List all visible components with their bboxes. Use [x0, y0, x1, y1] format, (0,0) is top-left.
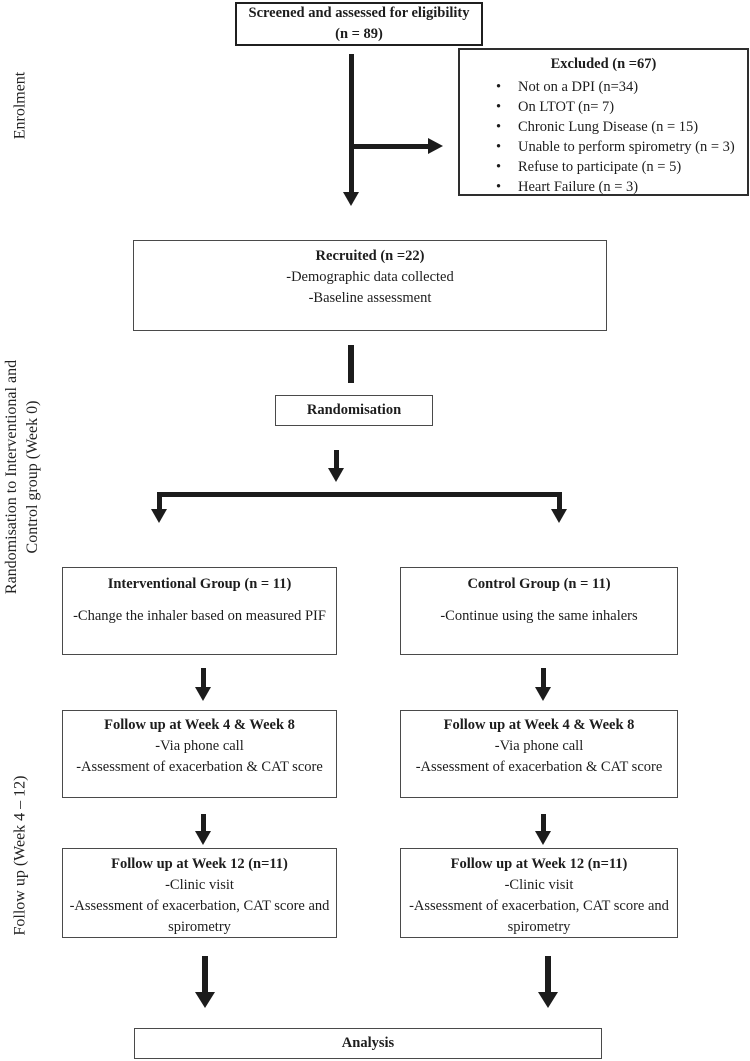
- screened-title: Screened and assessed for eligibility: [248, 5, 470, 21]
- arrow-week12-to-analysis-left-head-icon: [195, 992, 215, 1008]
- randomisation-title: Randomisation: [306, 402, 402, 418]
- arrow-to-excluded-head-icon: [428, 138, 443, 154]
- arrow-week12-to-analysis-right-line: [545, 956, 551, 994]
- arrow-control-to-fu48-line: [541, 668, 546, 689]
- excluded-item-text: Unable to perform spirometry (n = 3): [518, 139, 735, 155]
- excluded-item-text: Refuse to participate (n = 5): [518, 159, 682, 175]
- screened-count: (n = 89): [335, 26, 383, 42]
- control-group-title: Control Group (n = 11): [467, 576, 611, 592]
- arrow-week12-to-analysis-left-line: [202, 956, 208, 994]
- excluded-item: • Heart Failure (n = 3): [496, 177, 747, 195]
- recruited-line: -Baseline assessment: [308, 290, 432, 306]
- excluded-list: • Not on a DPI (n=34) • On LTOT (n= 7) •…: [460, 77, 747, 195]
- arrow-randomisation-to-split-head-icon: [328, 468, 344, 482]
- recruited-title: Recruited (n =22): [315, 248, 425, 264]
- excluded-item: • Chronic Lung Disease (n = 15): [496, 117, 747, 137]
- arrow-week12-to-analysis-right-head-icon: [538, 992, 558, 1008]
- bullet-icon: •: [496, 119, 502, 135]
- followup-week4-8-line: -Assessment of exacerbation & CAT score: [415, 759, 663, 775]
- control-group-body: -Continue using the same inhalers: [440, 608, 638, 624]
- followup-week12-right-box: Follow up at Week 12 (n=11) -Clinic visi…: [400, 848, 678, 938]
- stage-label-randomisation-line2: Control group (Week 0): [24, 400, 41, 554]
- split-right-drop-line: [557, 492, 562, 510]
- followup-week12-line: -Assessment of exacerbation, CAT score a…: [69, 898, 330, 935]
- followup-week4-8-line: -Assessment of exacerbation & CAT score: [76, 759, 323, 775]
- followup-week4-8-left-box: Follow up at Week 4 & Week 8 -Via phone …: [62, 710, 337, 798]
- followup-week4-8-line: -Via phone call: [494, 738, 584, 754]
- arrow-control-to-fu48-head-icon: [535, 687, 551, 701]
- followup-week12-title: Follow up at Week 12 (n=11): [450, 856, 628, 872]
- followup-week4-8-title: Follow up at Week 4 & Week 8: [443, 717, 635, 733]
- split-left-drop-line: [157, 492, 162, 510]
- excluded-item-text: Not on a DPI (n=34): [518, 79, 639, 95]
- randomisation-box: Randomisation: [275, 395, 433, 426]
- followup-week12-line: -Clinic visit: [165, 877, 234, 893]
- interventional-group-body: -Change the inhaler based on measured PI…: [73, 608, 326, 624]
- arrow-fu48-to-week12-left-line: [201, 814, 206, 833]
- followup-week4-8-right-box: Follow up at Week 4 & Week 8 -Via phone …: [400, 710, 678, 798]
- stage-label-randomisation-line1: Randomisation to Interventional and: [3, 359, 20, 595]
- excluded-item-text: Heart Failure (n = 3): [518, 179, 639, 195]
- excluded-item: • On LTOT (n= 7): [496, 97, 747, 117]
- arrow-to-excluded-line: [352, 144, 428, 149]
- analysis-title: Analysis: [341, 1035, 395, 1051]
- excluded-item: • Not on a DPI (n=34): [496, 77, 747, 97]
- bullet-icon: •: [496, 99, 502, 115]
- arrow-interventional-to-fu48-head-icon: [195, 687, 211, 701]
- bullet-icon: •: [496, 139, 502, 155]
- screened-box: Screened and assessed for eligibility (n…: [235, 2, 483, 46]
- excluded-item: • Refuse to participate (n = 5): [496, 157, 747, 177]
- control-group-box: Control Group (n = 11) -Continue using t…: [400, 567, 678, 655]
- recruited-line: -Demographic data collected: [286, 269, 454, 285]
- arrow-interventional-to-fu48-line: [201, 668, 206, 689]
- connector-recruited-to-randomisation: [348, 345, 354, 383]
- excluded-item: • Unable to perform spirometry (n = 3): [496, 137, 747, 157]
- excluded-item-text: Chronic Lung Disease (n = 15): [518, 119, 699, 135]
- arrow-screened-to-recruited-head-icon: [343, 192, 359, 206]
- followup-week12-title: Follow up at Week 12 (n=11): [111, 856, 288, 872]
- interventional-group-title: Interventional Group (n = 11): [107, 576, 292, 592]
- arrow-fu48-to-week12-right-line: [541, 814, 546, 833]
- followup-week4-8-line: -Via phone call: [155, 738, 244, 754]
- split-left-head-icon: [151, 509, 167, 523]
- stage-label-randomisation: Randomisation to Interventional and Cont…: [1, 337, 43, 617]
- excluded-box: Excluded (n =67) • Not on a DPI (n=34) •…: [458, 48, 749, 196]
- bullet-icon: •: [496, 159, 502, 175]
- arrow-screened-to-recruited-line: [349, 54, 354, 194]
- interventional-group-box: Interventional Group (n = 11) -Change th…: [62, 567, 337, 655]
- split-horizontal-line: [157, 492, 562, 497]
- followup-week12-line: -Clinic visit: [504, 877, 574, 893]
- stage-label-enrolment: Enrolment: [11, 71, 29, 140]
- split-right-head-icon: [551, 509, 567, 523]
- excluded-title: Excluded (n =67): [550, 56, 657, 72]
- bullet-icon: •: [496, 79, 502, 95]
- recruited-box: Recruited (n =22) -Demographic data coll…: [133, 240, 607, 331]
- followup-week12-line: -Assessment of exacerbation, CAT score a…: [409, 898, 669, 935]
- arrow-randomisation-to-split-line: [334, 450, 339, 469]
- analysis-box: Analysis: [134, 1028, 602, 1059]
- bullet-icon: •: [496, 179, 502, 195]
- stage-label-follow-up: Follow up (Week 4 – 12): [11, 775, 29, 936]
- arrow-fu48-to-week12-right-head-icon: [535, 831, 551, 845]
- followup-week4-8-title: Follow up at Week 4 & Week 8: [104, 717, 295, 733]
- excluded-item-text: On LTOT (n= 7): [518, 99, 615, 115]
- followup-week12-left-box: Follow up at Week 12 (n=11) -Clinic visi…: [62, 848, 337, 938]
- arrow-fu48-to-week12-left-head-icon: [195, 831, 211, 845]
